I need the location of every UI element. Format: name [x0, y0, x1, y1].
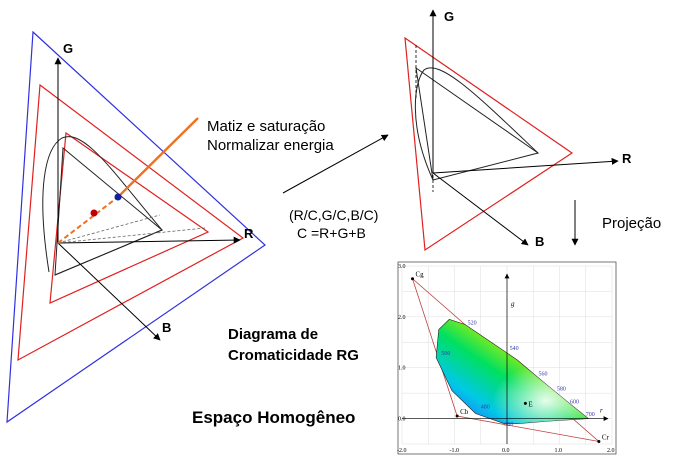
orange-dashed-ray — [57, 196, 119, 244]
wavelength-label: 500 — [441, 351, 450, 357]
chromaticity-label-line-2: Cromaticidade RG — [228, 347, 359, 364]
r-axis-right — [432, 157, 619, 174]
homogeneous-space-label: Espaço Homogêneo — [192, 408, 355, 427]
wavelength-label: 380 — [504, 422, 513, 428]
chromaticity-label-line-1: Diagrama de — [228, 326, 318, 343]
primary-label: Cg — [416, 271, 425, 279]
black-triangle-right — [415, 66, 540, 181]
red-triangle-inner — [49, 131, 210, 304]
spectral-locus-left — [42, 136, 163, 276]
blue-point — [114, 193, 122, 201]
chart-axes: g r -2.0 -1.0 0.0 1.0 2.0 3.0 2.0 1.0 0.0 — [397, 264, 615, 454]
formula-line-1: (R/C,G/C,B/C) — [289, 207, 378, 223]
wavelength-label: 540 — [510, 346, 519, 352]
white-point-label: E — [528, 400, 532, 408]
wavelength-label: 520 — [468, 320, 477, 326]
chart-ylabel: g — [511, 300, 515, 308]
red-triangle-outer — [17, 83, 245, 362]
x-tick-label: 1.0 — [555, 448, 563, 454]
g-axis-label-left: G — [63, 41, 73, 56]
dashed-guide-2 — [57, 214, 161, 244]
annotation-line-1: Matiz e saturação — [207, 118, 325, 135]
y-tick-label: 0.0 — [398, 417, 406, 423]
left-rgb-cube-diagram: G R B — [6, 30, 266, 424]
wavelength-label: 560 — [539, 371, 548, 377]
wavelength-label: 700 — [586, 412, 595, 418]
primary-label: Cb — [460, 408, 469, 416]
spectral-locus-right — [414, 67, 539, 181]
chart-xlabel: r — [600, 407, 603, 415]
b-axis-right — [432, 172, 529, 246]
primary-point — [597, 439, 601, 443]
b-axis-label-left: B — [162, 320, 171, 335]
b-axis-label-right: B — [535, 234, 544, 249]
blue-triangle — [6, 30, 266, 424]
x-tick-label: 2.0 — [607, 448, 615, 454]
x-tick-label: -2.0 — [397, 448, 407, 454]
transform-arrow — [282, 134, 389, 194]
primary-point — [455, 414, 459, 418]
y-tick-label: 2.0 — [398, 315, 406, 321]
r-axis-left — [57, 236, 241, 244]
formula-line-2: C =R+G+B — [297, 225, 366, 241]
red-triangle-right — [404, 36, 574, 252]
white-region — [436, 319, 589, 424]
r-axis-label-right: R — [622, 151, 632, 166]
red-point — [90, 209, 98, 217]
b-axis-left — [57, 242, 161, 341]
orange-ray — [117, 117, 199, 198]
wavelength-label: 480 — [481, 404, 490, 410]
primary-point — [411, 277, 414, 281]
y-tick-label: 1.0 — [398, 366, 406, 372]
annotation-line-2: Normalizar energia — [207, 137, 334, 154]
wavelength-label: 580 — [557, 387, 566, 393]
x-tick-label: -1.0 — [450, 448, 460, 454]
r-axis-label-left: R — [244, 226, 254, 241]
chart-gamut — [411, 277, 601, 443]
right-normalized-diagram: G R B — [404, 9, 632, 252]
projection-label: Projeção — [602, 215, 661, 232]
primary-label: Cr — [602, 433, 610, 441]
y-tick-label: 3.0 — [398, 264, 406, 270]
x-tick-label: 0.0 — [502, 448, 510, 454]
white-point — [523, 401, 527, 405]
wavelength-label: 600 — [570, 399, 579, 405]
g-axis-label-right: G — [444, 9, 454, 24]
